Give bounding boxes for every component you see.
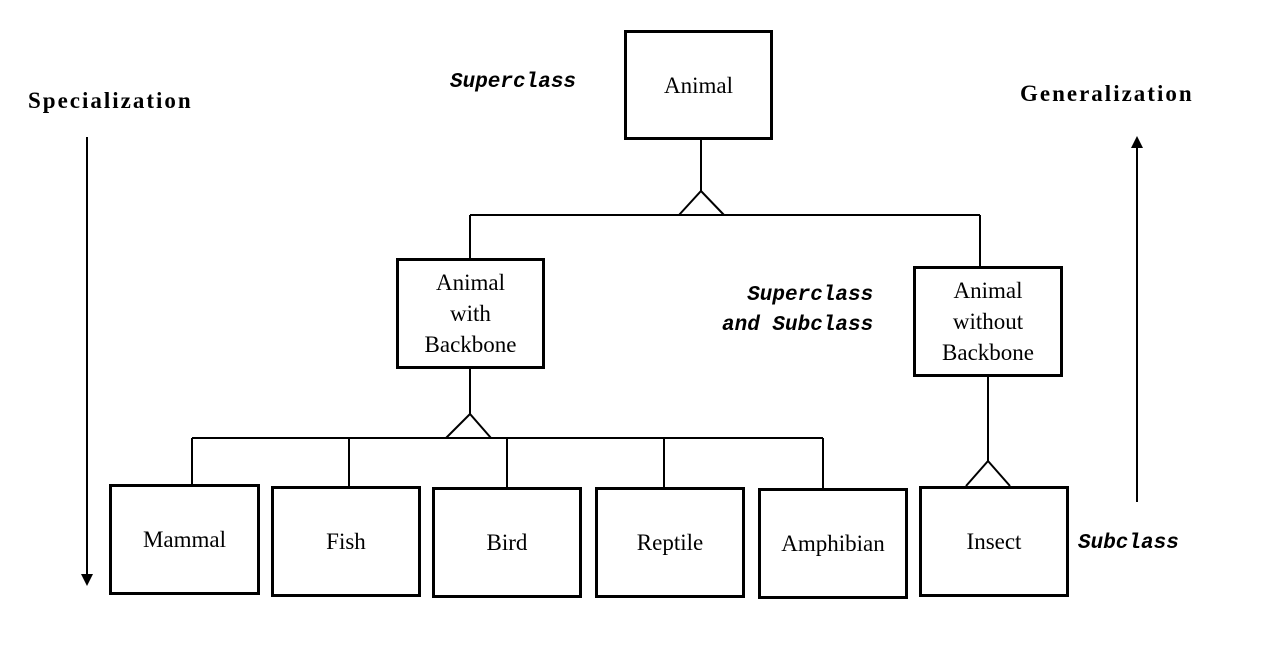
class-box-animal: Animal [624, 30, 773, 140]
class-box-fish: Fish [271, 486, 421, 597]
class-box-animal-with-backbone: Animal with Backbone [396, 258, 545, 369]
class-box-animal-without-backbone: Animal without Backbone [913, 266, 1063, 377]
inheritance-triangle-animal [678, 189, 725, 216]
generalization-label: Generalization [1020, 81, 1194, 106]
class-box-amphibian: Amphibian [758, 488, 908, 599]
inheritance-triangle-with-backbone [445, 412, 492, 439]
specialization-arrowhead-icon [81, 574, 93, 586]
class-box-insect: Insect [919, 486, 1069, 597]
specialization-label: Specialization [28, 88, 193, 113]
class-box-mammal: Mammal [109, 484, 260, 595]
class-box-reptile: Reptile [595, 487, 745, 598]
inheritance-triangle-without-backbone [965, 459, 1011, 487]
subclass-label: Subclass [1078, 532, 1179, 555]
superclass-and-subclass-label: Superclass and Subclass [722, 284, 874, 337]
class-box-bird: Bird [432, 487, 582, 598]
generalization-arrowhead-icon [1131, 136, 1143, 148]
superclass-label: Superclass [450, 71, 577, 94]
